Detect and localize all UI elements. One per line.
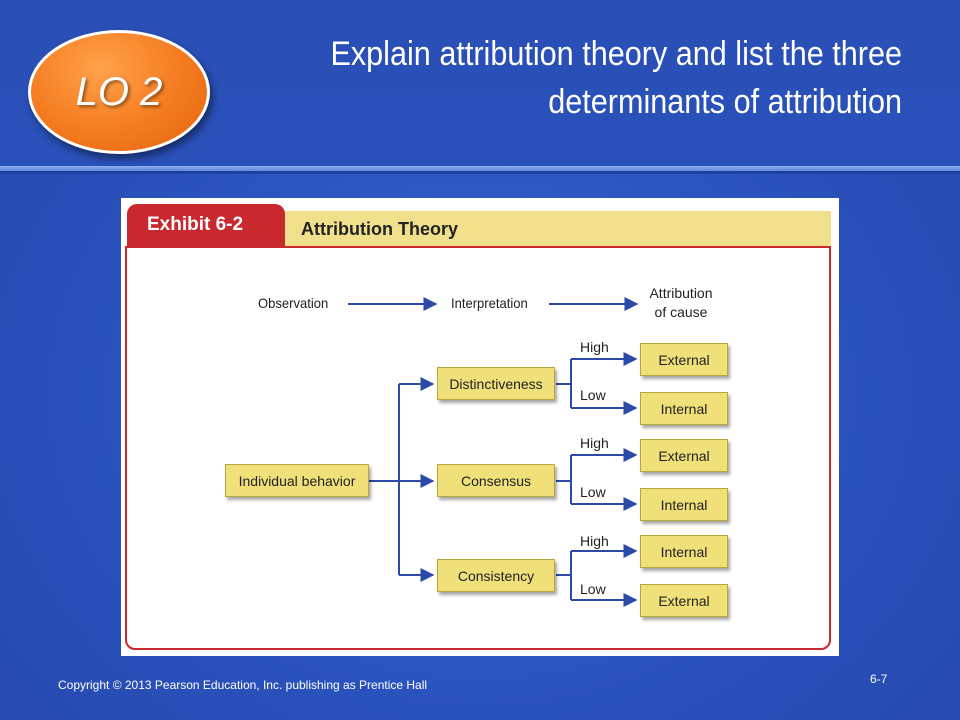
node-individual-behavior-label: Individual behavior xyxy=(238,472,356,489)
result-label: Internal xyxy=(660,543,708,560)
copyright-notice: Copyright © 2013 Pearson Education, Inc.… xyxy=(58,678,428,692)
node-consistency-label: Consistency xyxy=(457,567,535,584)
node-consistency-low-result: External xyxy=(640,584,728,617)
node-distinctiveness-low-result: Internal xyxy=(640,392,728,425)
result-label: External xyxy=(658,592,710,609)
exhibit-title: Attribution Theory xyxy=(301,218,458,239)
label-consistency-low: Low xyxy=(580,581,606,597)
exhibit-figure: Attribution Theory Exhibit 6-2 xyxy=(121,198,839,656)
flow-observation: Observation xyxy=(258,295,329,311)
label-distinctiveness-low: Low xyxy=(580,387,606,403)
node-distinctiveness-high-result: External xyxy=(640,343,728,376)
flow-attribution-of-cause: Attribution of cause xyxy=(641,284,721,322)
exhibit-tab: Exhibit 6-2 xyxy=(127,204,285,246)
exhibit-tab-label: Exhibit 6-2 xyxy=(147,214,244,235)
result-label: Internal xyxy=(660,400,708,417)
node-distinctiveness-label: Distinctiveness xyxy=(449,375,543,392)
exhibit-frame xyxy=(125,246,831,650)
result-label: Internal xyxy=(660,496,708,513)
diagram-connectors xyxy=(348,297,639,607)
node-consensus-label: Consensus xyxy=(460,472,532,489)
node-consensus: Consensus xyxy=(437,464,555,497)
node-individual-behavior: Individual behavior xyxy=(225,464,369,497)
label-distinctiveness-high: High xyxy=(580,339,609,355)
lo-badge-label: LO 2 xyxy=(75,69,163,114)
node-consensus-low-result: Internal xyxy=(640,488,728,521)
page-number: 6-7 xyxy=(870,672,888,686)
node-consistency-high-result: Internal xyxy=(640,535,728,568)
flow-attribution-line-2: of cause xyxy=(654,304,708,320)
header-rule-shadow xyxy=(0,171,960,174)
lo-badge: LO 2 xyxy=(28,30,210,154)
header-rule xyxy=(0,166,960,171)
slide-title-line-1: Explain attribution theory and list the … xyxy=(330,35,902,73)
slide-title: Explain attribution theory and list the … xyxy=(272,30,902,126)
label-consensus-high: High xyxy=(580,435,609,451)
flow-interpretation: Interpretation xyxy=(451,295,528,311)
label-consensus-low: Low xyxy=(580,484,606,500)
result-label: External xyxy=(658,447,710,464)
node-consensus-high-result: External xyxy=(640,439,728,472)
node-consistency: Consistency xyxy=(437,559,555,592)
flow-attribution-line-1: Attribution xyxy=(649,285,713,301)
node-distinctiveness: Distinctiveness xyxy=(437,367,555,400)
slide-title-line-2: determinants of attribution xyxy=(548,83,902,121)
result-label: External xyxy=(658,351,710,368)
exhibit-title-bar: Attribution Theory xyxy=(285,211,831,247)
label-consistency-high: High xyxy=(580,533,609,549)
